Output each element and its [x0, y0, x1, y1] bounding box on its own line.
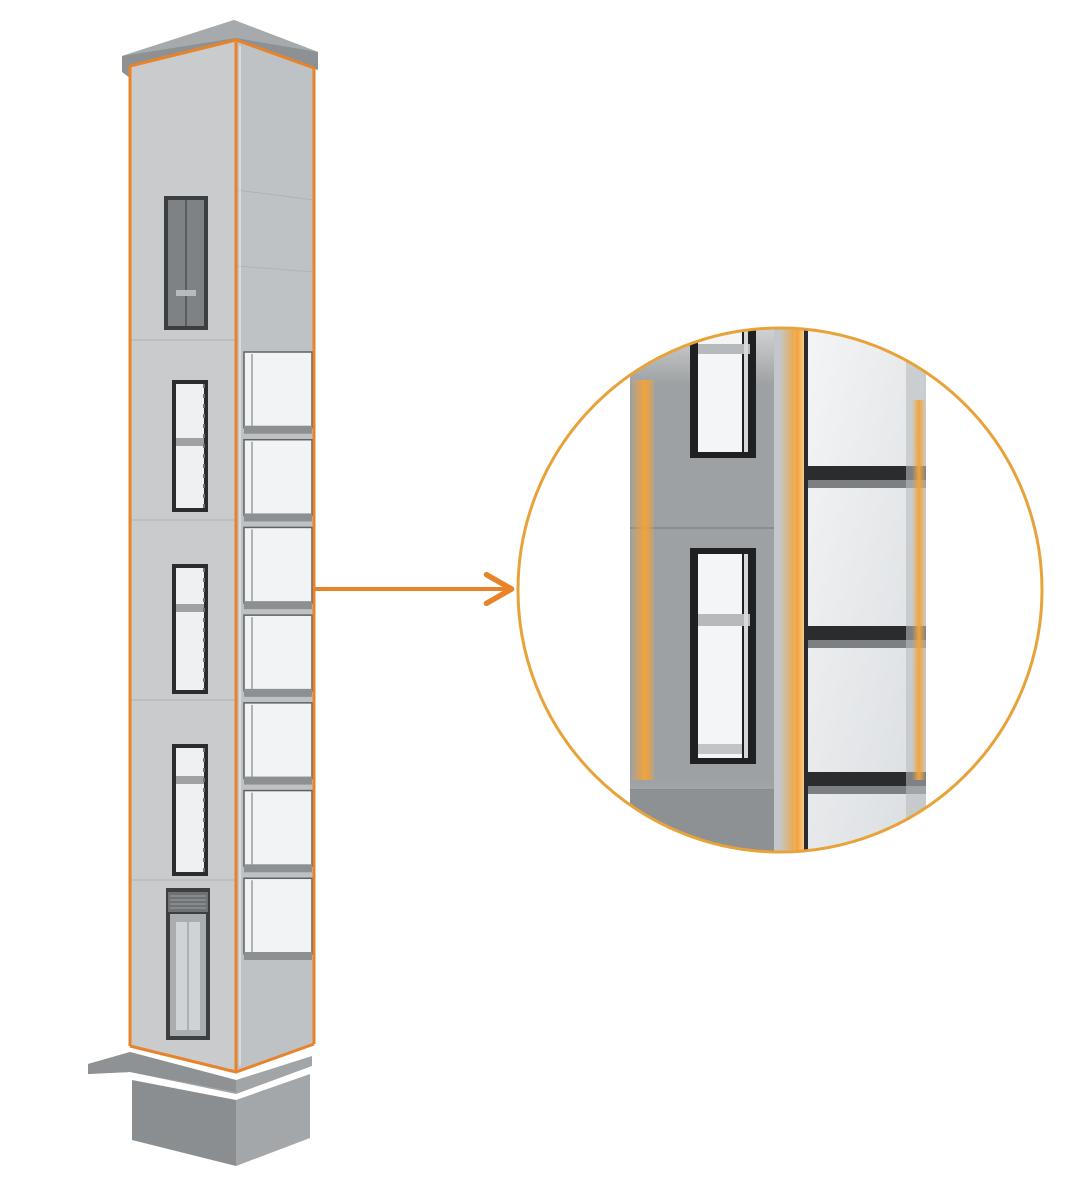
floor-rail	[244, 601, 312, 610]
zoom-left-edge-highlight	[632, 380, 654, 780]
zoom-frame-shadow	[806, 786, 926, 794]
zoom-frame-shadow	[806, 480, 926, 488]
floor-rail	[244, 864, 312, 873]
landing-door	[172, 380, 208, 512]
pit-block	[132, 1080, 236, 1166]
glass-panel	[243, 877, 313, 955]
zoom-frame-rail	[806, 626, 926, 640]
zoom-frame-rail	[806, 772, 926, 786]
landing-door	[172, 744, 208, 876]
landing-door-ground	[166, 888, 210, 1040]
panel-seams	[130, 189, 315, 881]
zoom-frame-shadow	[806, 640, 926, 648]
tower-front-face	[130, 40, 236, 1072]
glazed-side-panels	[243, 351, 313, 960]
detail-zoom-view	[516, 326, 1044, 854]
elevator-tower	[88, 20, 318, 1166]
zoom-door-lower	[690, 548, 756, 764]
landing-door	[164, 196, 208, 330]
zoom-glass-frames	[806, 466, 926, 794]
floor-rail	[244, 425, 312, 434]
glass-panel	[243, 526, 313, 604]
glass-panel	[243, 614, 313, 692]
floor-rail	[244, 952, 312, 960]
landing-door	[172, 564, 208, 694]
zoom-door-upper	[690, 328, 756, 458]
glass-panel	[243, 702, 313, 780]
glass-panel	[243, 789, 313, 868]
glass-panel	[243, 351, 313, 429]
glass-panel	[243, 438, 313, 517]
floor-rail	[244, 513, 312, 522]
highlighted-edges	[128, 38, 316, 1074]
floor-rail	[244, 688, 312, 697]
zoom-frame-rail	[806, 466, 926, 480]
floor-rail	[244, 776, 312, 785]
zoom-circle-outline	[516, 326, 1044, 854]
